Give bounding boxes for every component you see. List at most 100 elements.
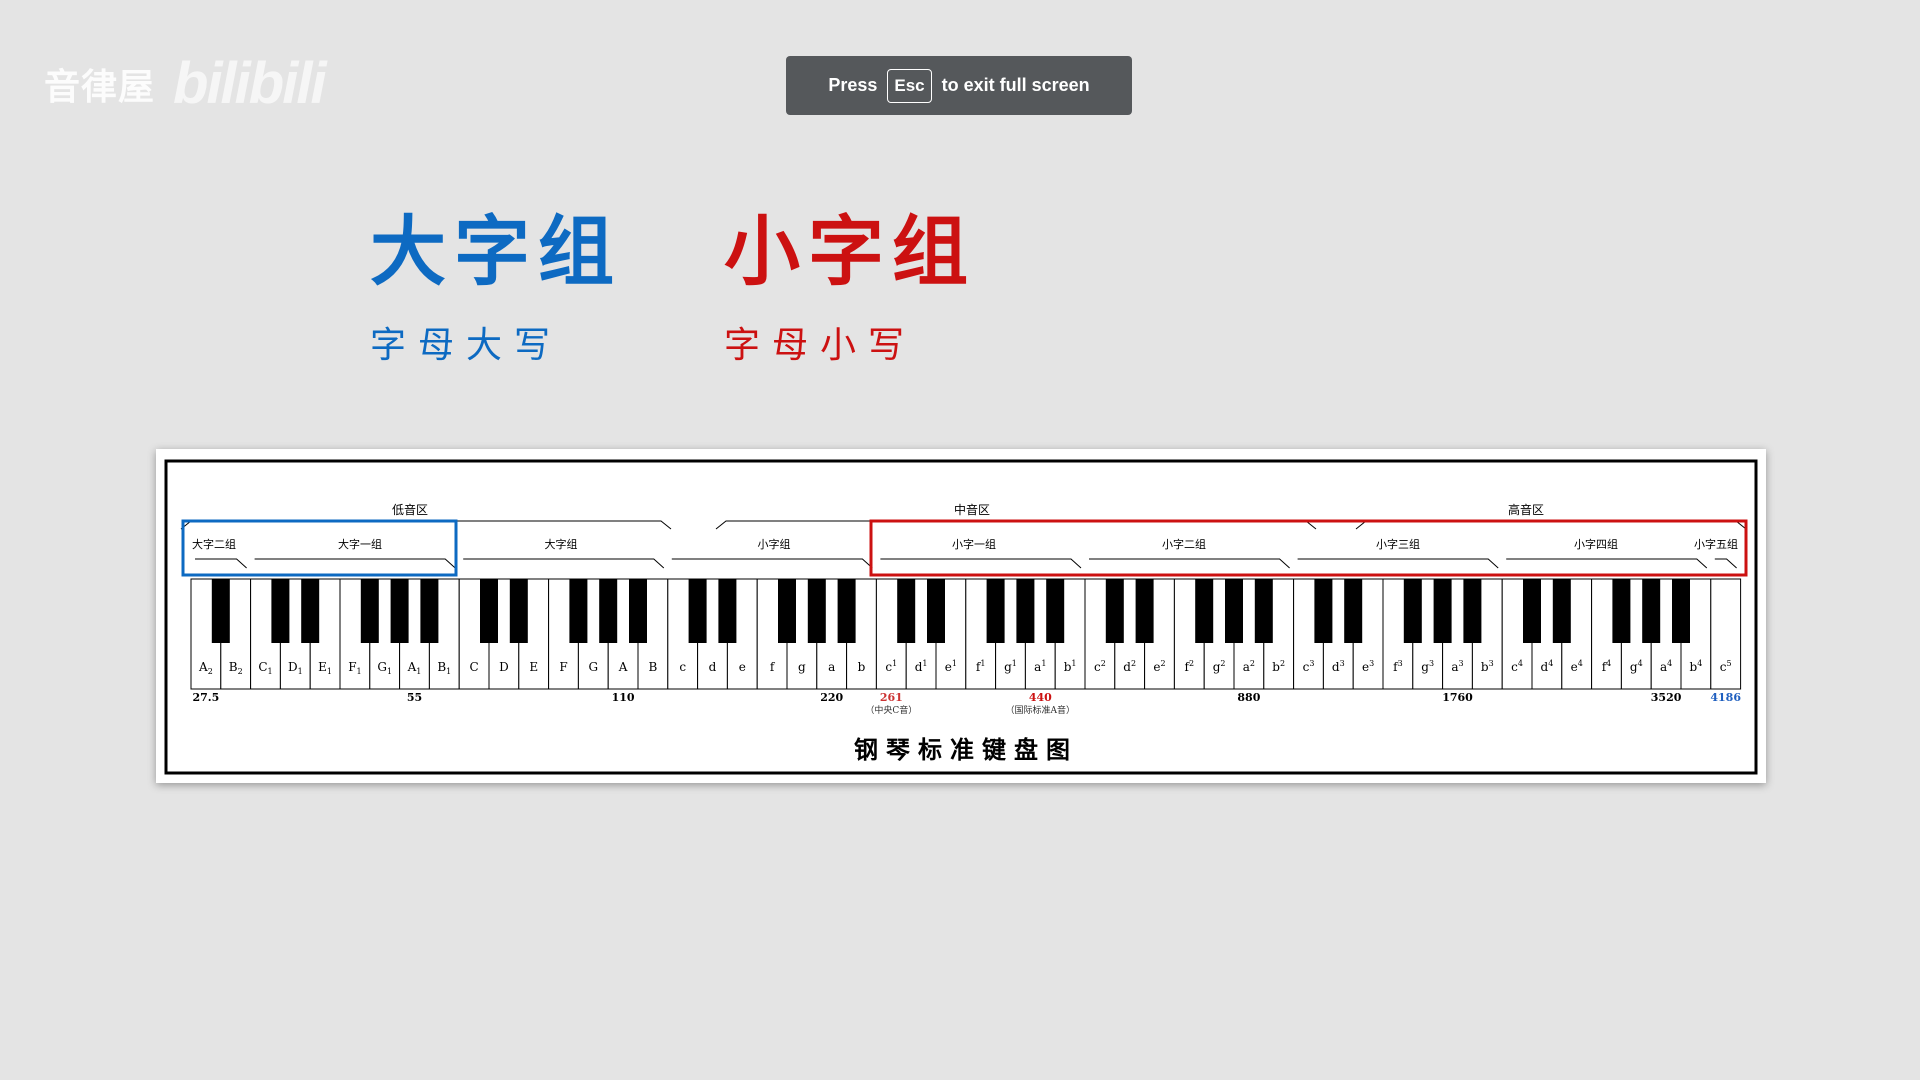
diagram-caption: 钢琴标准键盘图 [854, 735, 1078, 764]
key-note-label: f2 [1185, 659, 1195, 674]
key-note-label: c4 [1511, 659, 1523, 674]
bilibili-logo: bilibili [173, 51, 327, 116]
key-note-label: B [648, 660, 657, 674]
black-key [1254, 579, 1273, 643]
group-brace [254, 558, 456, 569]
black-key [807, 579, 826, 643]
group-label-great: 大字组 [545, 537, 578, 551]
black-key [420, 579, 439, 643]
black-key [718, 579, 737, 643]
upper-group-subtitle: 字母大写 [370, 325, 563, 366]
toast-prefix: Press [828, 75, 878, 95]
black-key [1314, 579, 1333, 643]
black-key [1433, 579, 1452, 643]
black-key [629, 579, 647, 643]
black-keys [211, 579, 1690, 643]
key-note-label: c5 [1720, 659, 1732, 674]
key-note-label: d [709, 660, 717, 674]
frequency-note: （中央C音） [865, 704, 917, 716]
black-key [1523, 579, 1541, 643]
frequency-label: 261 [880, 691, 903, 704]
black-key [360, 579, 379, 643]
black-key [390, 579, 409, 643]
fullscreen-exit-toast: Press Esc to exit full screen [786, 56, 1132, 115]
group-label-great-2: 大字二组 [192, 537, 236, 551]
watermark-text: 音律屋 [44, 66, 156, 108]
key-note-label: G [589, 660, 599, 674]
black-key [1672, 579, 1690, 643]
group-label-great-1: 大字一组 [338, 537, 382, 551]
black-key [569, 579, 588, 643]
black-key [1552, 579, 1571, 643]
black-key [1344, 579, 1363, 643]
key-note-label: b [858, 660, 866, 674]
black-key [778, 579, 796, 643]
key-note-label: c3 [1303, 659, 1315, 674]
watermark: 音律屋 bilibili [44, 50, 327, 117]
frequency-label: 55 [407, 691, 422, 704]
black-key [1225, 579, 1243, 643]
group-brace [880, 558, 1082, 569]
black-key [480, 579, 498, 643]
black-key [1046, 579, 1065, 643]
register-label-middle: 中音区 [954, 502, 990, 517]
group-brace [1506, 558, 1708, 569]
black-key [1135, 579, 1154, 643]
key-note-label: a [828, 660, 835, 674]
key-note-label: f1 [976, 659, 986, 674]
small-groups-highlight [869, 519, 1748, 577]
frequency-label: 880 [1237, 691, 1260, 704]
black-key [1195, 579, 1214, 643]
key-note-label: f4 [1602, 659, 1612, 674]
black-key [271, 579, 290, 643]
frequency-note: （国际标准A音） [1006, 704, 1076, 716]
group-label-small-5: 小字五组 [1694, 537, 1738, 551]
black-key [1463, 579, 1482, 643]
key-note-label: c1 [885, 659, 897, 674]
group-label-small-2: 小字二组 [1162, 537, 1206, 551]
lower-group-title: 小字组 [724, 207, 976, 296]
black-key [927, 579, 945, 643]
black-key [1016, 579, 1035, 643]
black-key [211, 579, 230, 643]
black-key [1612, 579, 1631, 643]
key-note-label: f3 [1393, 659, 1403, 674]
black-key [509, 579, 528, 643]
black-key [1642, 579, 1661, 643]
group-brace [1714, 558, 1737, 569]
group-brace [671, 558, 873, 569]
black-key [1105, 579, 1124, 643]
frequency-label: 1760 [1442, 691, 1473, 704]
key-note-label: e [739, 660, 746, 674]
group-brace [1089, 558, 1290, 569]
great-groups-highlight [181, 519, 458, 577]
black-key [599, 579, 618, 643]
register-label-high: 高音区 [1508, 502, 1544, 517]
black-key [837, 579, 856, 643]
white-key [1710, 578, 1742, 690]
keyboard-svg: 低音区 中音区 高音区 大字二组 大字一组 大字组 小字组 小字一组 小字二组 … [164, 459, 1758, 775]
black-key [986, 579, 1005, 643]
key-note-label: g [798, 660, 806, 674]
upper-group-title: 大字组 [370, 207, 622, 296]
lower-group-subtitle: 字母小写 [724, 325, 917, 366]
black-key [301, 579, 320, 643]
key-note-label: c2 [1094, 659, 1106, 674]
esc-key-badge: Esc [887, 68, 932, 103]
key-note-label: A [618, 660, 628, 674]
black-key [1403, 579, 1422, 643]
key-note-label: D [499, 660, 509, 674]
key-note-label: F [559, 660, 567, 674]
key-note-label: E [529, 660, 538, 674]
frequency-label: 3520 [1651, 691, 1682, 704]
group-label-small-3: 小字三组 [1376, 537, 1420, 551]
key-note-label: f [770, 660, 776, 674]
black-key [688, 579, 707, 643]
frequency-label: 440 [1029, 691, 1052, 704]
black-key [897, 579, 916, 643]
toast-suffix: to exit full screen [941, 75, 1090, 95]
register-label-low: 低音区 [392, 502, 428, 517]
group-brace [463, 558, 665, 569]
frequency-label: 4186 [1710, 691, 1741, 704]
group-label-small-4: 小字四组 [1574, 537, 1618, 551]
